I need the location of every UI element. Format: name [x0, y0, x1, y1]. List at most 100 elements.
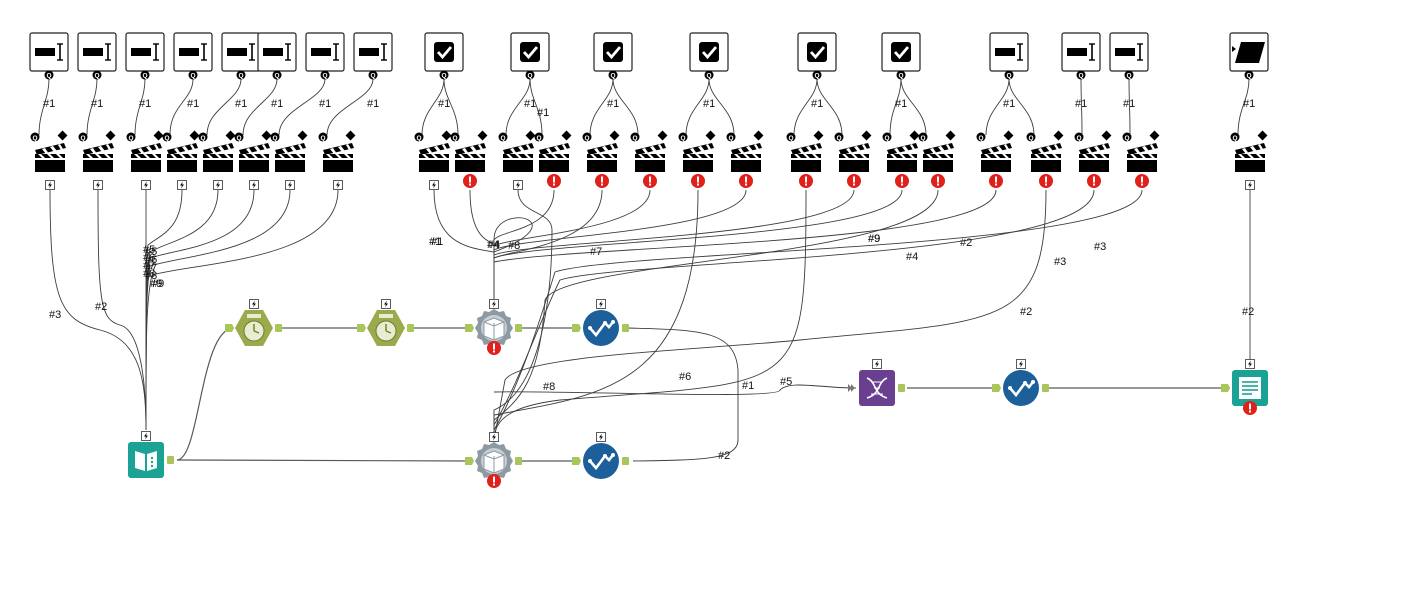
text-box-tool[interactable]: #1 [77, 32, 117, 110]
text-box-tool[interactable]: #1 [29, 32, 69, 110]
input-tool[interactable] [128, 431, 174, 479]
wire-label: #9 [868, 233, 880, 245]
question-anchor-icon[interactable] [439, 70, 449, 80]
test-tool-right[interactable] [992, 359, 1049, 408]
clapperboard-action-icon [270, 130, 308, 172]
check-box-tool[interactable]: #1 [880, 31, 922, 110]
input-anchor[interactable] [225, 324, 234, 332]
action-tool[interactable] [498, 130, 536, 190]
text-box-tool[interactable]: #1 [125, 32, 165, 110]
question-anchor-icon[interactable] [812, 70, 822, 80]
question-anchor-icon[interactable] [272, 70, 282, 80]
action-tool[interactable] [678, 130, 716, 188]
text-box-tool[interactable]: #1 [221, 32, 261, 110]
output-anchor[interactable] [515, 457, 522, 465]
stopwatch-tool-2[interactable] [357, 299, 414, 347]
report-output-tool[interactable] [1221, 359, 1268, 416]
output-anchor[interactable] [622, 457, 629, 465]
question-anchor-icon[interactable] [320, 70, 330, 80]
text-box-icon [989, 32, 1029, 72]
multi-input-anchor[interactable] [848, 384, 855, 392]
question-anchor-icon[interactable] [1124, 70, 1134, 80]
question-anchor-icon[interactable] [92, 70, 102, 80]
question-anchor-icon[interactable] [140, 70, 150, 80]
action-tool[interactable] [126, 130, 164, 190]
check-box-tool[interactable]: #1 [509, 31, 551, 110]
action-tool[interactable] [414, 130, 452, 190]
question-anchor-icon[interactable] [1004, 70, 1014, 80]
action-tool[interactable] [1230, 130, 1268, 190]
input-anchor[interactable] [465, 457, 474, 465]
action-tool[interactable] [162, 130, 200, 190]
text-box-tool[interactable]: #1 [305, 32, 345, 110]
output-anchor[interactable] [407, 324, 414, 332]
check-box-tool[interactable]: #1 [592, 31, 634, 110]
action-tool[interactable] [198, 130, 236, 190]
output-anchor[interactable] [167, 456, 174, 464]
input-anchor[interactable] [357, 324, 366, 332]
action-tool[interactable] [234, 130, 272, 190]
book-input-icon [128, 442, 164, 478]
wire-label: #1 [367, 98, 379, 110]
question-anchor-icon[interactable] [1076, 70, 1086, 80]
text-box-tool[interactable]: #1 [989, 32, 1029, 110]
check-box-icon [796, 31, 838, 73]
action-tool[interactable] [834, 130, 872, 188]
wire-label: #1 [271, 98, 283, 110]
text-box-tool[interactable]: #1 [353, 32, 393, 110]
macro-tool-bottom[interactable] [465, 432, 522, 489]
question-anchor-icon[interactable] [368, 70, 378, 80]
question-anchor-icon[interactable] [608, 70, 618, 80]
output-anchor[interactable] [515, 324, 522, 332]
output-anchor[interactable] [898, 384, 905, 392]
check-box-tool[interactable]: #1 [796, 31, 838, 110]
text-box-tool[interactable]: #1 [1109, 32, 1149, 110]
input-anchor[interactable] [992, 384, 1001, 392]
output-anchor[interactable] [275, 324, 282, 332]
text-box-icon [305, 32, 345, 72]
action-tool[interactable] [1026, 130, 1064, 188]
action-tool[interactable] [78, 130, 116, 190]
stopwatch-tool-1[interactable] [225, 299, 282, 347]
action-tool[interactable] [30, 130, 68, 190]
action-tool[interactable] [1074, 130, 1112, 188]
action-tool[interactable] [918, 130, 956, 188]
test-tool-top[interactable] [572, 299, 629, 348]
output-anchor[interactable] [622, 324, 629, 332]
input-anchor[interactable] [572, 457, 581, 465]
question-anchor-icon[interactable] [525, 70, 535, 80]
check-box-tool[interactable]: #1 [423, 31, 465, 110]
input-anchor[interactable] [1221, 384, 1230, 392]
macro-tool-top[interactable] [465, 299, 522, 356]
action-tool[interactable] [1122, 130, 1160, 188]
question-anchor-icon[interactable] [188, 70, 198, 80]
event-anchor-icon [141, 431, 151, 441]
action-tool[interactable] [270, 130, 308, 190]
action-tool[interactable] [786, 130, 824, 188]
action-tool[interactable] [534, 130, 572, 188]
action-tool[interactable] [318, 130, 356, 190]
question-anchor-icon[interactable] [236, 70, 246, 80]
file-browse-tool[interactable]: #1 [1229, 32, 1269, 110]
text-box-tool[interactable]: #1 [257, 32, 297, 110]
action-tool[interactable] [630, 130, 668, 188]
question-anchor-icon[interactable] [896, 70, 906, 80]
output-anchor[interactable] [1042, 384, 1049, 392]
input-anchor[interactable] [572, 324, 581, 332]
input-anchor[interactable] [465, 324, 474, 332]
action-tool[interactable] [582, 130, 620, 188]
question-anchor-icon[interactable] [44, 70, 54, 80]
question-anchor-icon[interactable] [1244, 70, 1254, 80]
action-tool[interactable] [882, 130, 920, 188]
text-box-tool[interactable]: #1 [1061, 32, 1101, 110]
check-box-tool[interactable]: #1 [688, 31, 730, 110]
action-tool[interactable] [726, 130, 764, 188]
test-tool-bottom[interactable] [572, 432, 629, 481]
action-tool[interactable] [976, 130, 1014, 188]
question-anchor-icon[interactable] [704, 70, 714, 80]
text-box-tool[interactable]: #1 [173, 32, 213, 110]
union-tool[interactable] [848, 359, 905, 407]
wire-label: #1 [742, 380, 754, 392]
action-tool[interactable] [450, 130, 488, 188]
